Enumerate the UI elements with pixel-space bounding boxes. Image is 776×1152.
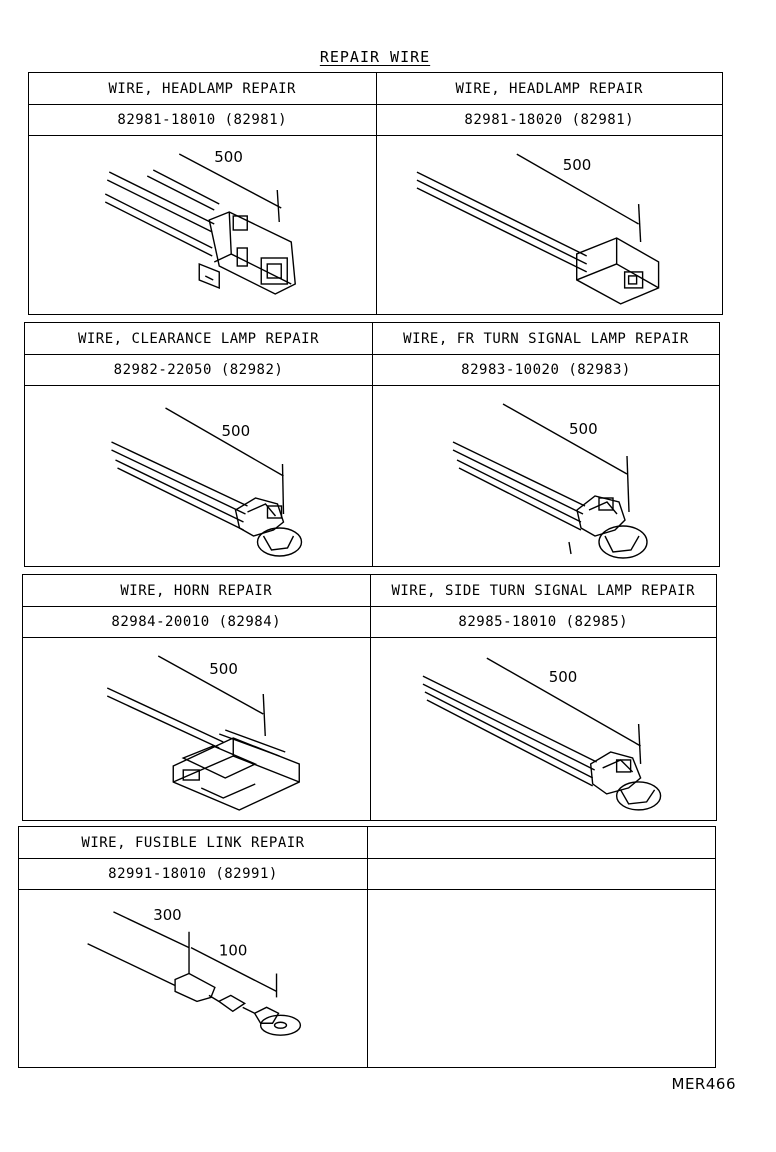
side-turn-signal-connector-svg: 500 [422, 657, 661, 811]
clearance-lamp-repair-wire-cell: WIRE, CLEARANCE LAMP REPAIR 82982-22050 … [25, 323, 372, 566]
part-name: WIRE, HEADLAMP REPAIR [29, 73, 376, 105]
part-number [368, 859, 715, 890]
horn-connector-drawing: 500 [23, 638, 370, 820]
clearance-lamp-connector-drawing: 500 [25, 386, 372, 566]
repair-wire-panel-fusible-link: WIRE, FUSIBLE LINK REPAIR 82991-18010 (8… [18, 826, 716, 1068]
fusible-link-drawing: 300 100 [19, 890, 367, 1067]
dimension-label: 500 [548, 668, 577, 686]
part-name: WIRE, FUSIBLE LINK REPAIR [19, 827, 367, 859]
repair-wire-panel-clearance-turn: WIRE, CLEARANCE LAMP REPAIR 82982-22050 … [24, 322, 720, 567]
part-number: 82981-18020 (82981) [376, 105, 722, 136]
headlamp-connector-drawing: 500 [29, 136, 376, 314]
part-name: WIRE, CLEARANCE LAMP REPAIR [25, 323, 372, 355]
repair-wire-panel-horn-side-turn: WIRE, HORN REPAIR 82984-20010 (82984) 50… [22, 574, 717, 821]
part-number: 82985-18010 (82985) [370, 607, 716, 638]
fr-turn-signal-connector-svg: 500 [452, 403, 648, 559]
document-code: MER466 [671, 1075, 736, 1093]
clearance-lamp-connector-svg: 500 [111, 407, 303, 557]
part-number: 82981-18010 (82981) [29, 105, 376, 136]
page-title-text: REPAIR WIRE [319, 48, 431, 66]
page-title: REPAIR WIRE [0, 48, 750, 66]
part-name: WIRE, HORN REPAIR [23, 575, 370, 607]
repair-wire-panel-headlamp: WIRE, HEADLAMP REPAIR 82981-18010 (82981… [28, 72, 723, 315]
part-name: WIRE, SIDE TURN SIGNAL LAMP REPAIR [370, 575, 716, 607]
dimension-label: 500 [562, 156, 591, 174]
part-number: 82984-20010 (82984) [23, 607, 370, 638]
headlamp-connector-svg: 500 [104, 148, 296, 295]
part-name: WIRE, HEADLAMP REPAIR [376, 73, 722, 105]
dimension-label: 500 [214, 148, 243, 166]
horn-repair-wire-cell: WIRE, HORN REPAIR 82984-20010 (82984) 50… [23, 575, 370, 820]
headlamp-repair-wire-1-cell: WIRE, HEADLAMP REPAIR 82981-18010 (82981… [29, 73, 376, 314]
dimension-label: 500 [569, 420, 598, 438]
part-name [368, 827, 715, 859]
part-name: WIRE, FR TURN SIGNAL LAMP REPAIR [373, 323, 719, 355]
side-turn-signal-repair-wire-cell: WIRE, SIDE TURN SIGNAL LAMP REPAIR 82985… [369, 575, 717, 820]
part-number: 82983-10020 (82983) [373, 355, 719, 386]
dimension-label: 500 [209, 660, 238, 678]
part-number: 82982-22050 (82982) [25, 355, 372, 386]
fr-turn-signal-repair-wire-cell: WIRE, FR TURN SIGNAL LAMP REPAIR 82983-1… [372, 323, 719, 566]
dimension-label: 100 [219, 942, 247, 960]
headlamp-connector-svg: 500 [416, 153, 659, 305]
side-turn-signal-connector-drawing: 500 [371, 638, 717, 820]
fr-turn-signal-connector-drawing: 500 [373, 386, 719, 566]
fusible-link-repair-wire-cell: WIRE, FUSIBLE LINK REPAIR 82991-18010 (8… [19, 827, 367, 1067]
dimension-label: 500 [222, 422, 251, 440]
dimension-label: 300 [153, 906, 181, 924]
part-number: 82991-18010 (82991) [19, 859, 367, 890]
headlamp-connector-drawing: 500 [377, 136, 723, 314]
horn-connector-svg: 500 [106, 655, 300, 811]
empty-cell [367, 827, 715, 1067]
fusible-link-svg: 300 100 [87, 906, 302, 1036]
headlamp-repair-wire-2-cell: WIRE, HEADLAMP REPAIR 82981-18020 (82981… [375, 73, 723, 314]
